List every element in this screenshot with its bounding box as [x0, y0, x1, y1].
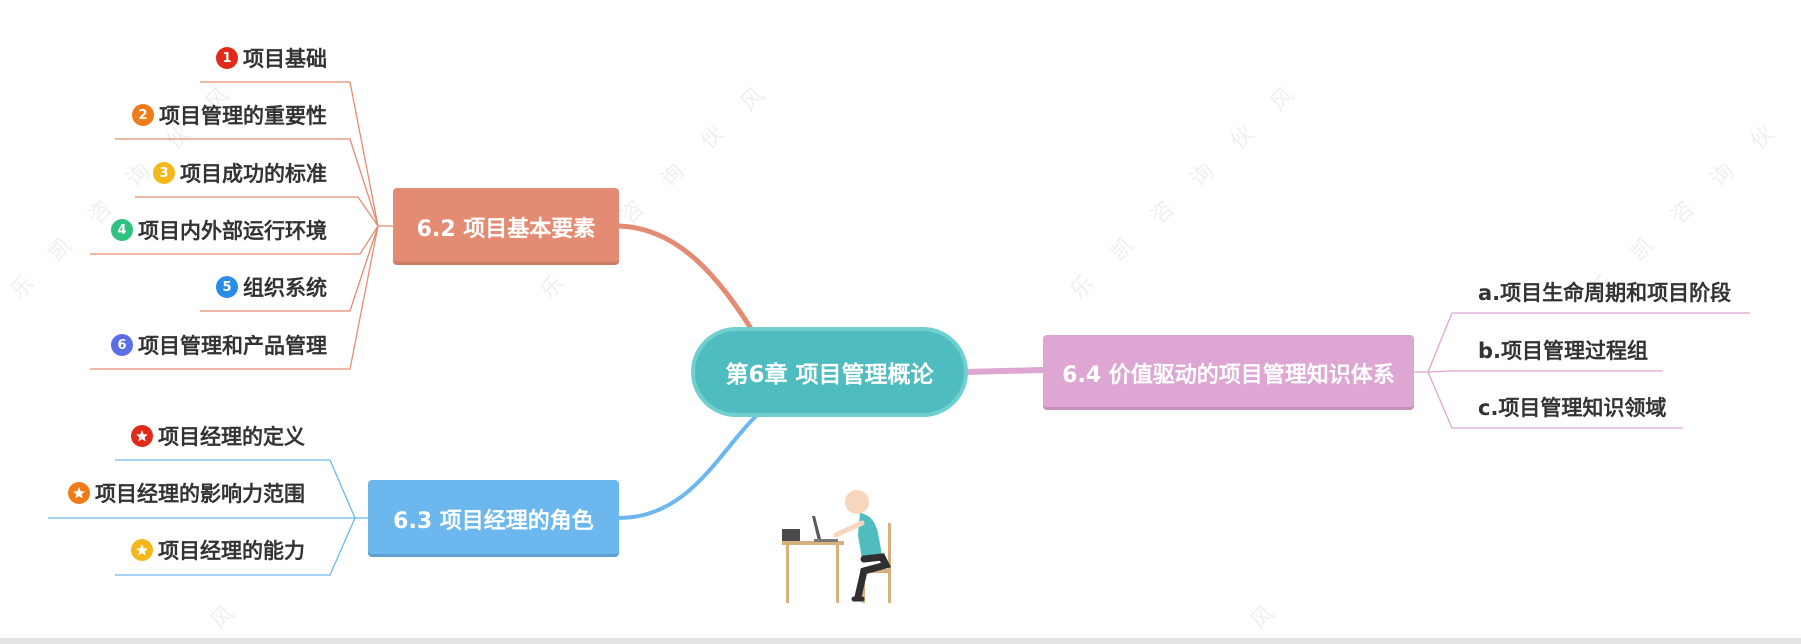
watermark: 询	[656, 159, 690, 193]
watermark: 询	[1186, 159, 1220, 193]
watermark: 伙	[1746, 121, 1780, 155]
connector-central-62	[616, 223, 755, 333]
subtopic-6-3-3[interactable]: 项目经理的能力	[131, 535, 305, 565]
subtopic-label: c.项目管理知识领域	[1478, 396, 1667, 420]
subtopic-6-3-1[interactable]: 项目经理的定义	[131, 421, 305, 451]
priority-6-icon: 6	[111, 334, 133, 356]
subtopic-label: b.项目管理过程组	[1478, 339, 1649, 363]
subtopic-label: 项目经理的定义	[158, 425, 305, 449]
priority-2-icon: 2	[132, 104, 154, 126]
topic-6-2-label: 6.2 项目基本要素	[416, 216, 596, 242]
subtopic-label: 项目管理和产品管理	[138, 334, 327, 358]
subtopic-label: 项目经理的影响力范围	[95, 482, 305, 506]
subtopic-label: 项目经理的能力	[158, 539, 305, 563]
subtopic-6-2-3[interactable]: 3 项目成功的标准	[153, 158, 327, 188]
subtopic-6-2-4[interactable]: 4 项目内外部运行环境	[111, 215, 327, 245]
connector-central-64	[963, 367, 1046, 375]
watermark: 伙	[1226, 121, 1260, 155]
watermark: 风	[736, 83, 770, 117]
subtopic-6-2-6[interactable]: 6 项目管理和产品管理	[111, 330, 327, 360]
subtopic-6-2-5[interactable]: 5 组织系统	[216, 272, 327, 302]
subtopic-label: 项目内外部运行环境	[138, 219, 327, 243]
topic-6-2[interactable]: 6.2 项目基本要素	[393, 188, 619, 265]
watermark: 咨	[1666, 196, 1700, 230]
watermark: 凯	[1626, 233, 1660, 267]
watermark: 咨	[1146, 196, 1180, 230]
star-icon	[131, 539, 153, 561]
topic-6-3[interactable]: 6.3 项目经理的角色	[368, 480, 619, 557]
subtopic-label: a.项目生命周期和项目阶段	[1478, 281, 1732, 305]
subtopic-6-4-b[interactable]: b.项目管理过程组	[1478, 335, 1648, 365]
priority-1-icon: 1	[216, 47, 238, 69]
watermark: 凯	[44, 233, 78, 267]
star-icon	[131, 425, 153, 447]
watermark: 询	[1706, 159, 1740, 193]
watermark: 伙	[696, 121, 730, 155]
subtopic-6-2-2[interactable]: 2 项目管理的重要性	[132, 100, 327, 130]
topic-6-3-label: 6.3 项目经理的角色	[393, 508, 594, 534]
watermark: 风	[1266, 83, 1300, 117]
topic-6-4[interactable]: 6.4 价值驱动的项目管理知识体系	[1043, 335, 1414, 410]
topic-6-4-label: 6.4 价值驱动的项目管理知识体系	[1062, 362, 1395, 388]
priority-4-icon: 4	[111, 219, 133, 241]
priority-3-icon: 3	[153, 162, 175, 184]
watermark: 乐	[6, 271, 40, 305]
person-at-laptop-icon	[782, 490, 892, 603]
subtopic-6-4-a[interactable]: a.项目生命周期和项目阶段	[1478, 277, 1731, 307]
subtopic-label: 项目成功的标准	[180, 162, 327, 186]
watermark: 风	[206, 601, 240, 635]
watermark: 风	[1246, 601, 1280, 635]
connector-central-63	[617, 412, 760, 520]
star-icon	[68, 482, 90, 504]
central-topic-label: 第6章 项目管理概论	[725, 362, 934, 388]
subtopic-6-2-1[interactable]: 1 项目基础	[216, 43, 327, 73]
priority-5-icon: 5	[216, 276, 238, 298]
watermark: 乐	[1066, 271, 1100, 305]
watermark: 乐	[536, 271, 570, 305]
subtopic-label: 组织系统	[243, 276, 327, 300]
watermark: 凯	[1106, 233, 1140, 267]
subtopic-label: 项目管理的重要性	[159, 104, 327, 128]
watermark: 询	[122, 159, 156, 193]
central-topic[interactable]: 第6章 项目管理概论	[691, 327, 968, 417]
subtopic-label: 项目基础	[243, 47, 327, 71]
bottom-scrollbar[interactable]	[0, 638, 1801, 644]
subtopic-6-3-2[interactable]: 项目经理的影响力范围	[68, 478, 305, 508]
subtopic-6-4-c[interactable]: c.项目管理知识领域	[1478, 392, 1666, 422]
